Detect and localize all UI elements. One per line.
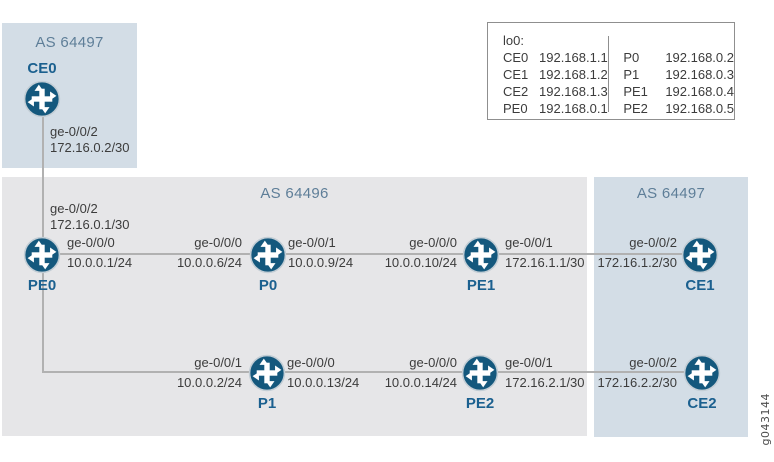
router-icon	[462, 236, 500, 274]
iface-label-pe1-east: ge-0/0/1 172.16.1.1/30	[505, 235, 585, 270]
router-node-pe2: PE2	[461, 354, 499, 412]
iface-label-pe0-east: ge-0/0/0 10.0.0.1/24	[67, 235, 133, 270]
router-label: P0	[258, 277, 278, 294]
legend-row: P1 192.168.0.3	[623, 67, 734, 82]
router-label: CE2	[687, 395, 717, 412]
router-icon	[681, 236, 719, 274]
router-node-pe1: PE1	[462, 236, 500, 294]
as-label: AS 64496	[260, 185, 329, 202]
router-node-ce0: CE0	[23, 60, 61, 118]
router-node-ce1: CE1	[681, 236, 719, 294]
legend-row: CE2 192.168.1.3	[503, 84, 608, 99]
iface-label-ce2-west: ge-0/0/2 172.16.2.2/30	[597, 355, 677, 390]
iface-label-p1-west: ge-0/0/1 10.0.0.2/24	[176, 355, 242, 390]
router-icon	[248, 354, 286, 392]
router-label: PE0	[27, 277, 57, 294]
as-label: AS 64497	[35, 34, 104, 51]
iface-label-p1-east: ge-0/0/0 10.0.0.13/24	[287, 355, 360, 390]
router-node-ce2: CE2	[683, 354, 721, 412]
router-label: CE0	[27, 60, 57, 77]
router-label: PE2	[465, 395, 495, 412]
iface-label-pe2-east: ge-0/0/1 172.16.2.1/30	[505, 355, 585, 390]
legend-row: CE0 192.168.1.1	[503, 50, 608, 65]
iface-label-ce0-south: ge-0/0/2 172.16.0.2/30	[50, 124, 130, 155]
router-label: CE1	[685, 277, 715, 294]
figure-id-watermark: g043144	[759, 393, 772, 446]
legend-right-column: P0 192.168.0.2 P1 192.168.0.3 PE1 192.16…	[609, 23, 734, 119]
legend-row: CE1 192.168.1.2	[503, 67, 608, 82]
as-box-64497-right: AS 64497	[594, 177, 748, 437]
router-node-pe0: PE0	[23, 236, 61, 294]
iface-label-pe2-west: ge-0/0/0 10.0.0.14/24	[384, 355, 457, 390]
iface-label-p0-east: ge-0/0/1 10.0.0.9/24	[288, 235, 354, 270]
iface-label-pe1-west: ge-0/0/0 10.0.0.10/24	[384, 235, 457, 270]
router-icon	[249, 236, 287, 274]
loopback-address-legend: lo0: CE0 192.168.1.1 CE1 192.168.1.2 CE2…	[487, 22, 735, 120]
legend-divider	[608, 36, 610, 112]
as-box-64496: AS 64496	[2, 177, 587, 436]
link-ce0-pe0-p1-vertical	[42, 99, 44, 373]
legend-left-column: lo0: CE0 192.168.1.1 CE1 192.168.1.2 CE2…	[488, 23, 608, 119]
router-icon	[683, 354, 721, 392]
link-pe0-p1-pe2-ce2	[42, 371, 702, 373]
iface-label-p0-west: ge-0/0/0 10.0.0.6/24	[176, 235, 242, 270]
link-pe0-p0-pe1-ce1	[42, 253, 700, 255]
legend-title: lo0:	[503, 33, 524, 48]
router-icon	[461, 354, 499, 392]
legend-row: P0 192.168.0.2	[623, 50, 734, 65]
as-label: AS 64497	[636, 185, 706, 202]
router-node-p0: P0	[249, 236, 287, 294]
router-node-p1: P1	[248, 354, 286, 412]
iface-label-ce1-west: ge-0/0/2 172.16.1.2/30	[597, 235, 677, 270]
legend-row: PE1 192.168.0.4	[623, 84, 734, 99]
router-icon	[23, 80, 61, 118]
router-label: P1	[257, 395, 277, 412]
router-icon	[23, 236, 61, 274]
legend-row: PE0 192.168.0.1	[503, 101, 608, 116]
legend-row: PE2 192.168.0.5	[623, 101, 734, 116]
router-label: PE1	[466, 277, 496, 294]
legend-spacer	[623, 32, 734, 49]
iface-label-pe0-north: ge-0/0/2 172.16.0.1/30	[50, 201, 130, 232]
